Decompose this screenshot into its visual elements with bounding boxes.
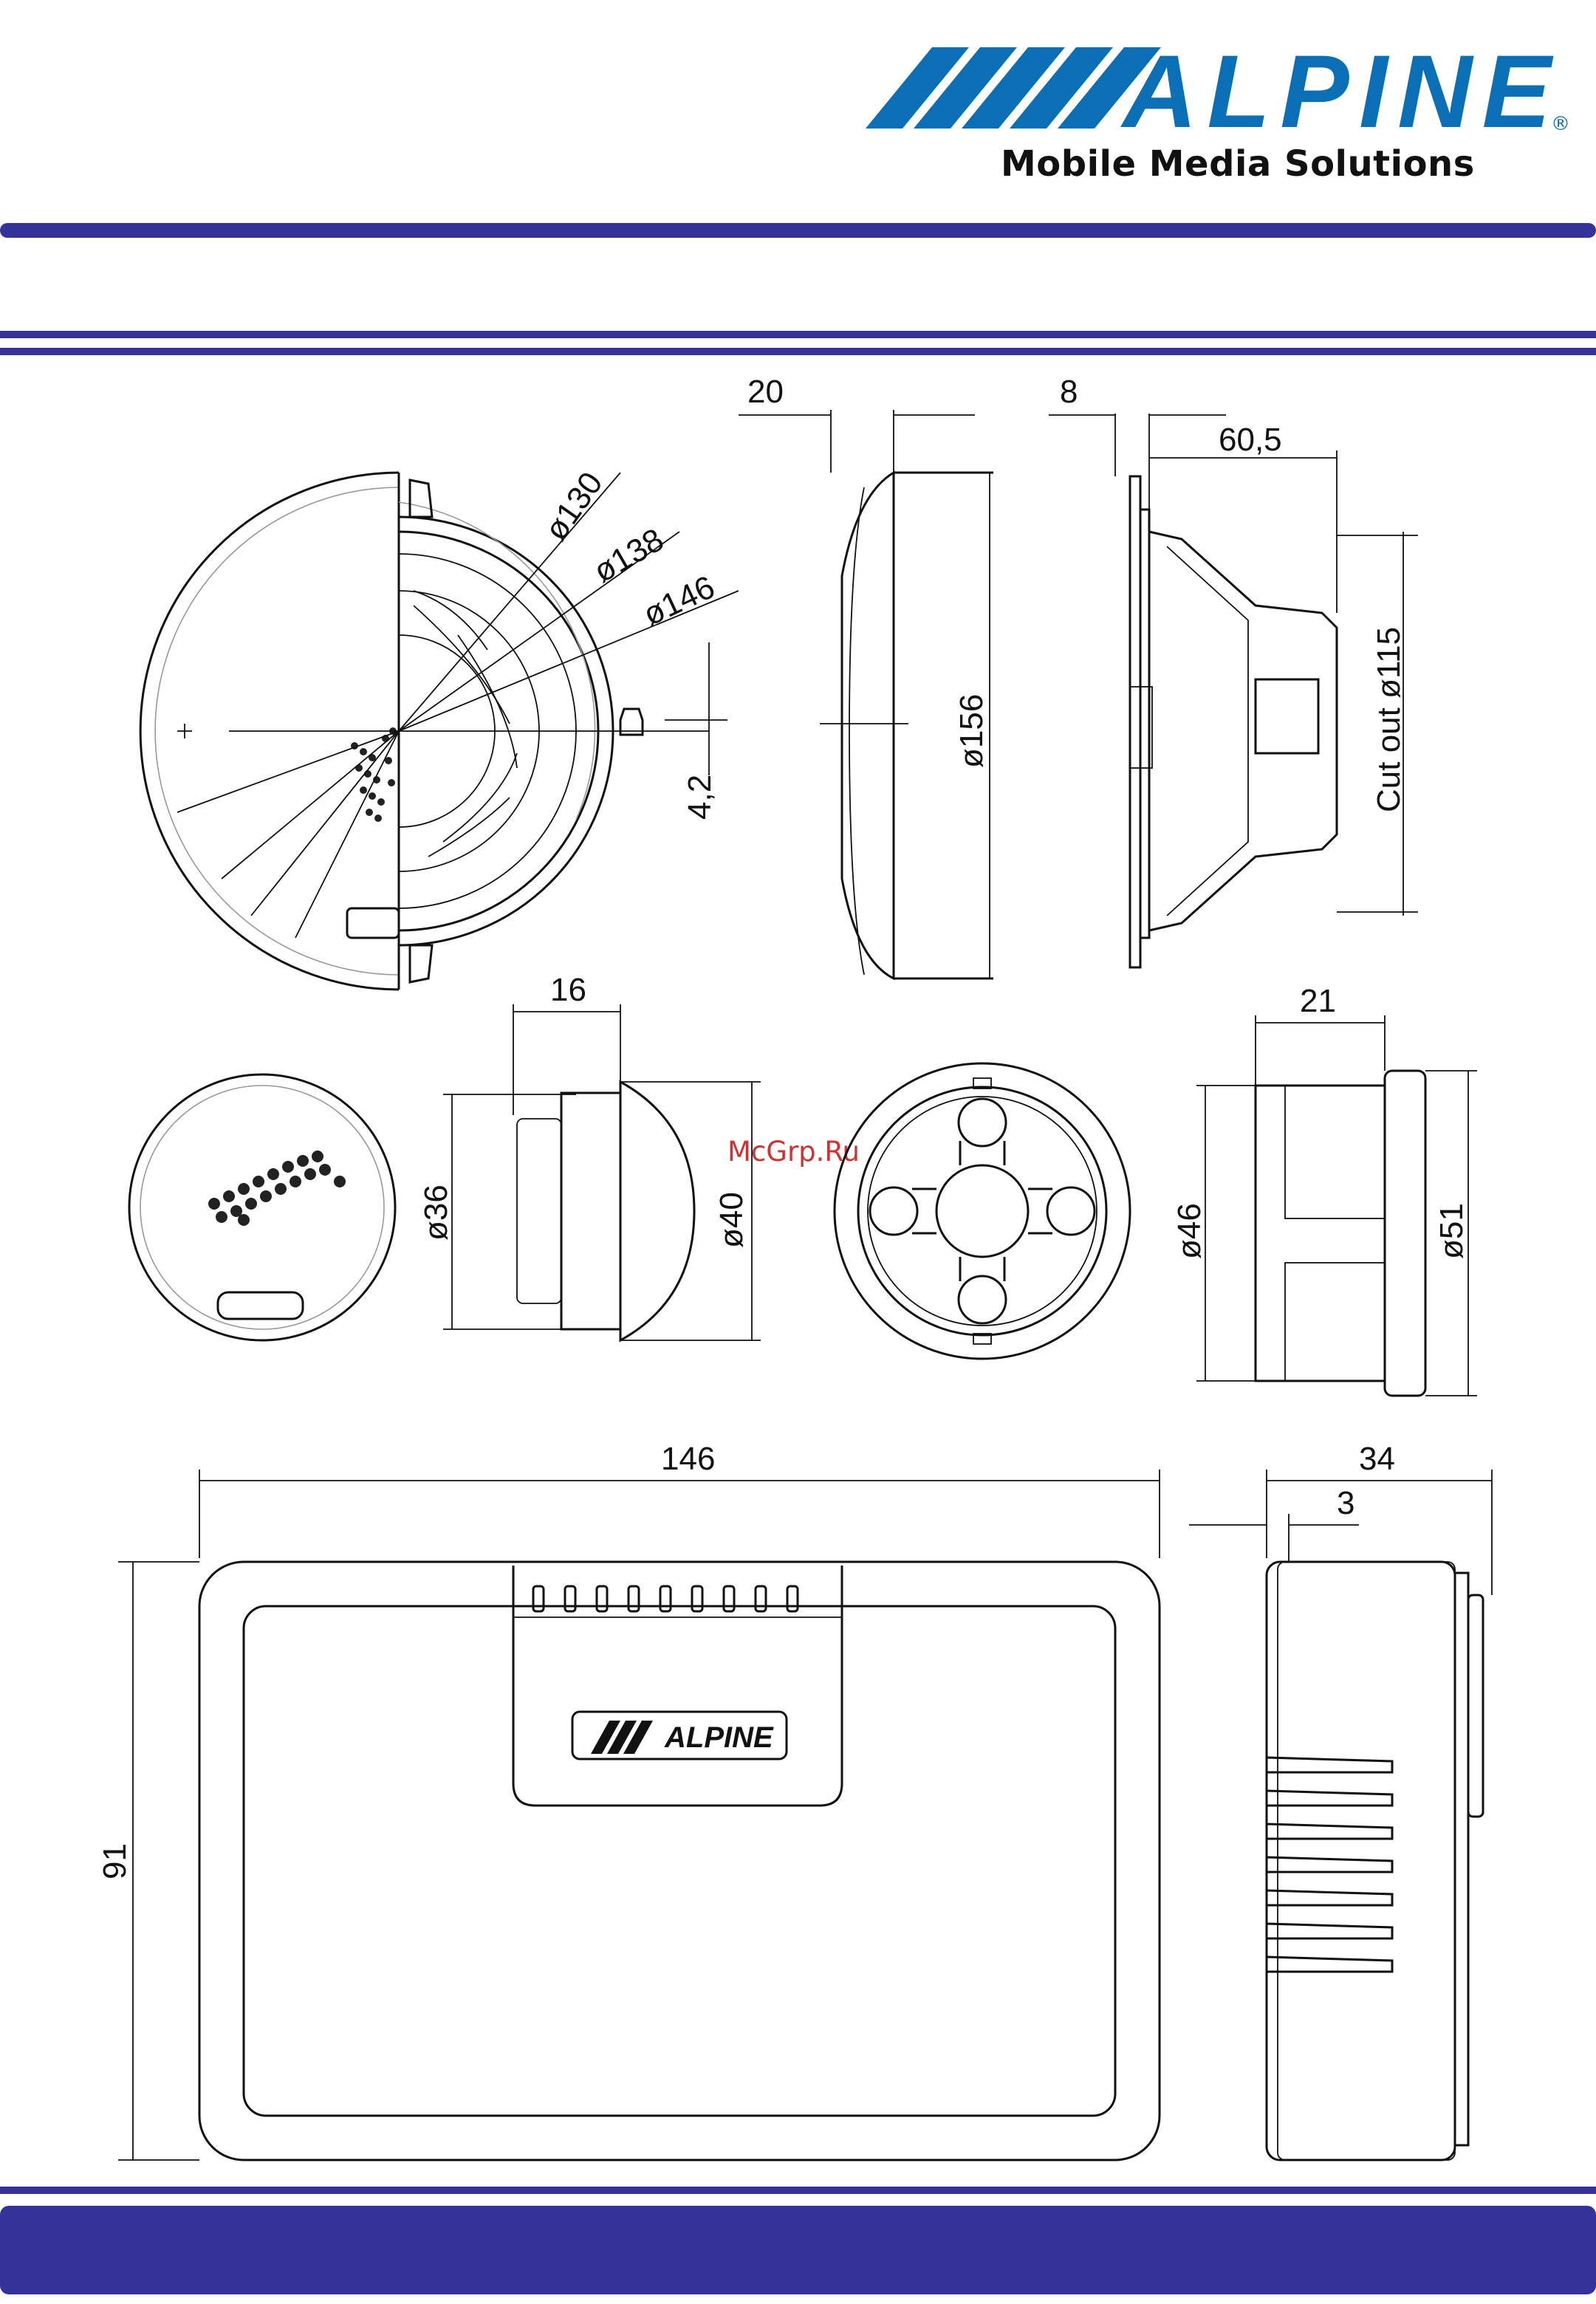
dim-mount-d51: ø51 (1434, 1203, 1470, 1259)
dim-cutout: Cut out ø115 (1371, 627, 1407, 812)
footer-bar (0, 2206, 1596, 2294)
dim-d130: ø130 (538, 465, 610, 546)
crossover-badge: ALPINE (664, 1721, 774, 1754)
dim-crossover-height: 91 (97, 1843, 133, 1879)
dim-tweeter-depth: 16 (550, 972, 586, 1008)
woofer-side-view: 8 60,5 Cut out ø115 (1049, 374, 1418, 967)
tweeter-mount-rear-view (835, 1063, 1130, 1359)
dim-d138: ø138 (588, 521, 670, 590)
crossover-side-view: 34 3 (1189, 1441, 1492, 2160)
woofer-front-view: ø130 ø138 ø146 4,2 (140, 465, 739, 990)
grille-side-view: 20 ø156 (739, 374, 993, 978)
dim-crossover-width: 146 (661, 1441, 715, 1477)
dim-mount-depth: 60,5 (1219, 422, 1282, 458)
dim-grille-depth: 20 (747, 374, 784, 410)
tweeter-mount-side-view: 21 ø46 ø51 (1171, 983, 1477, 1396)
dim-crossover-depth: 34 (1359, 1441, 1395, 1477)
dim-grille-diameter: ø156 (953, 694, 990, 768)
dim-crossover-flange: 3 (1337, 1485, 1354, 1521)
crossover-front-view: ALPINE 146 91 (97, 1441, 1160, 2160)
dim-tweeter-d36: ø36 (418, 1184, 454, 1241)
dim-mount-d46: ø46 (1171, 1203, 1208, 1259)
dim-flange: 8 (1060, 374, 1078, 410)
dim-mount-side-depth: 21 (1300, 983, 1336, 1019)
footer-divider-line (0, 2187, 1596, 2194)
dim-tweeter-d40: ø40 (713, 1192, 750, 1248)
dim-tab: 4,2 (682, 775, 718, 820)
tweeter-front-view (129, 1074, 395, 1340)
tweeter-side-view: 16 ø36 ø40 (418, 972, 761, 1340)
dim-d146: ø146 (638, 569, 721, 633)
